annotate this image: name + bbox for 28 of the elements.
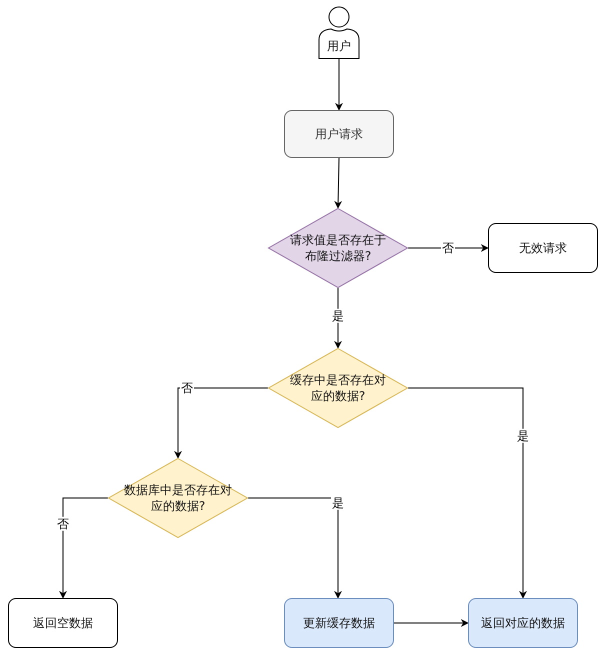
edge-label: 是 [516, 428, 530, 444]
decision-text: 请求值是否存在于布隆过滤器? [289, 232, 387, 264]
edge-label: 是 [331, 308, 345, 324]
arrow [394, 619, 469, 627]
edge-label: 否 [441, 240, 455, 256]
arrow [248, 498, 342, 599]
box-text: 返回空数据 [33, 614, 93, 632]
decision-text: 缓存中是否存在对应的数据? [289, 372, 387, 404]
edge-label: 否 [56, 516, 70, 532]
edge-label: 否 [180, 380, 194, 396]
box-text: 用户请求 [315, 126, 363, 142]
process-box [488, 223, 598, 273]
person-label: 用户 [327, 38, 351, 54]
box-text: 更新缓存数据 [303, 614, 375, 632]
edge-label: 是 [331, 496, 345, 510]
arrow [408, 388, 527, 599]
process-box [8, 598, 118, 648]
arrow [59, 498, 108, 599]
box-text: 无效请求 [519, 240, 567, 256]
process-box [284, 598, 394, 648]
process-box [284, 110, 394, 158]
decision-text: 数据库中是否存在对应的数据? [123, 482, 233, 514]
box-text: 返回对应的数据 [481, 614, 565, 632]
process-box [468, 598, 578, 648]
arrow [334, 158, 342, 209]
arrow [335, 58, 343, 111]
arrow [174, 388, 268, 459]
arrow [408, 244, 489, 252]
